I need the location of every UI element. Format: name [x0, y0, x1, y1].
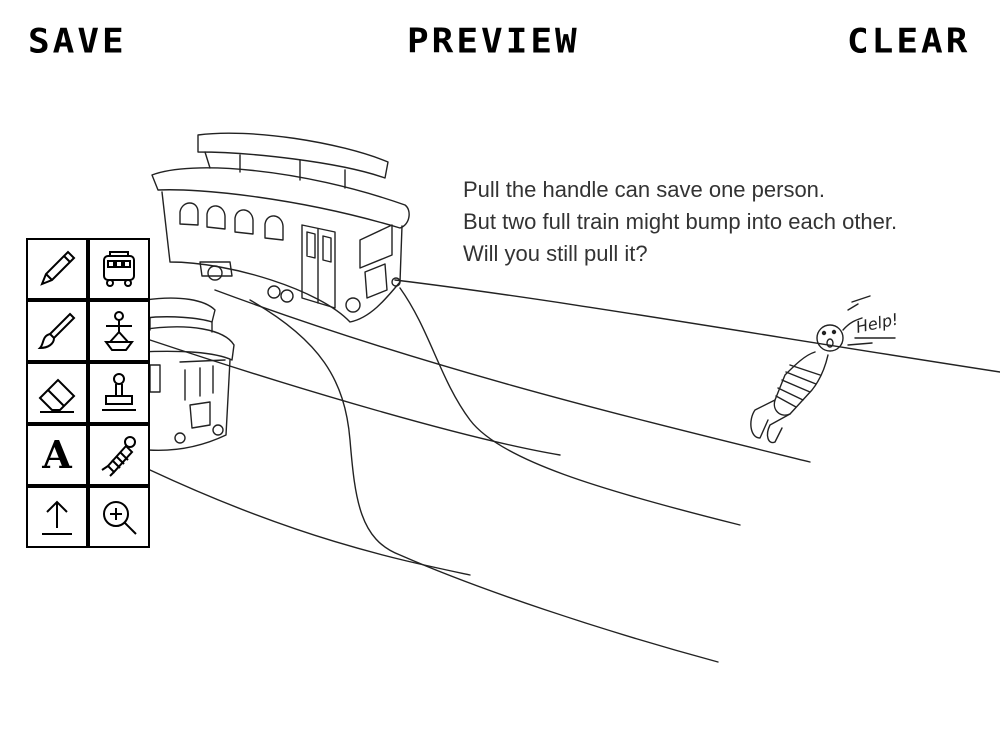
brush-icon — [37, 312, 76, 350]
caption-line: Pull the handle can save one person. — [463, 177, 826, 202]
tool-palette: A — [26, 238, 150, 550]
eraser-tool[interactable] — [26, 362, 88, 424]
bound-person-tool[interactable] — [88, 424, 150, 486]
save-button[interactable]: SAVE — [28, 22, 127, 61]
person-icon — [104, 311, 134, 351]
stamp-icon — [102, 373, 136, 411]
tied-person-drawing — [750, 295, 896, 444]
upload-tool[interactable] — [26, 486, 88, 548]
lower-trolley-drawing — [139, 297, 235, 452]
stamp-tool[interactable] — [88, 362, 150, 424]
text-icon: A — [42, 432, 72, 477]
pencil-tool[interactable] — [26, 238, 88, 300]
help-text: Help! — [854, 309, 900, 337]
scenario-caption: Pull the handle can save one person. But… — [463, 174, 897, 270]
caption-line: Will you still pull it? — [463, 241, 648, 266]
zoom-icon — [103, 501, 137, 535]
branch-track — [149, 287, 741, 663]
bound-person-icon — [101, 436, 136, 477]
main-track — [214, 279, 1000, 463]
upload-icon — [42, 500, 72, 535]
zoom-tool[interactable] — [88, 486, 150, 548]
text-tool[interactable]: A — [26, 424, 88, 486]
preview-button[interactable]: PREVIEW — [407, 22, 580, 61]
brush-tool[interactable] — [26, 300, 88, 362]
upper-trolley-drawing — [151, 132, 410, 323]
caption-line: But two full train might bump into each … — [463, 209, 898, 234]
trolley-stamp-tool[interactable] — [88, 238, 150, 300]
pencil-icon — [40, 250, 76, 286]
trolley-icon — [103, 251, 135, 287]
clear-button[interactable]: CLEAR — [847, 22, 971, 61]
person-stamp-tool[interactable] — [88, 300, 150, 362]
eraser-icon — [38, 378, 76, 413]
